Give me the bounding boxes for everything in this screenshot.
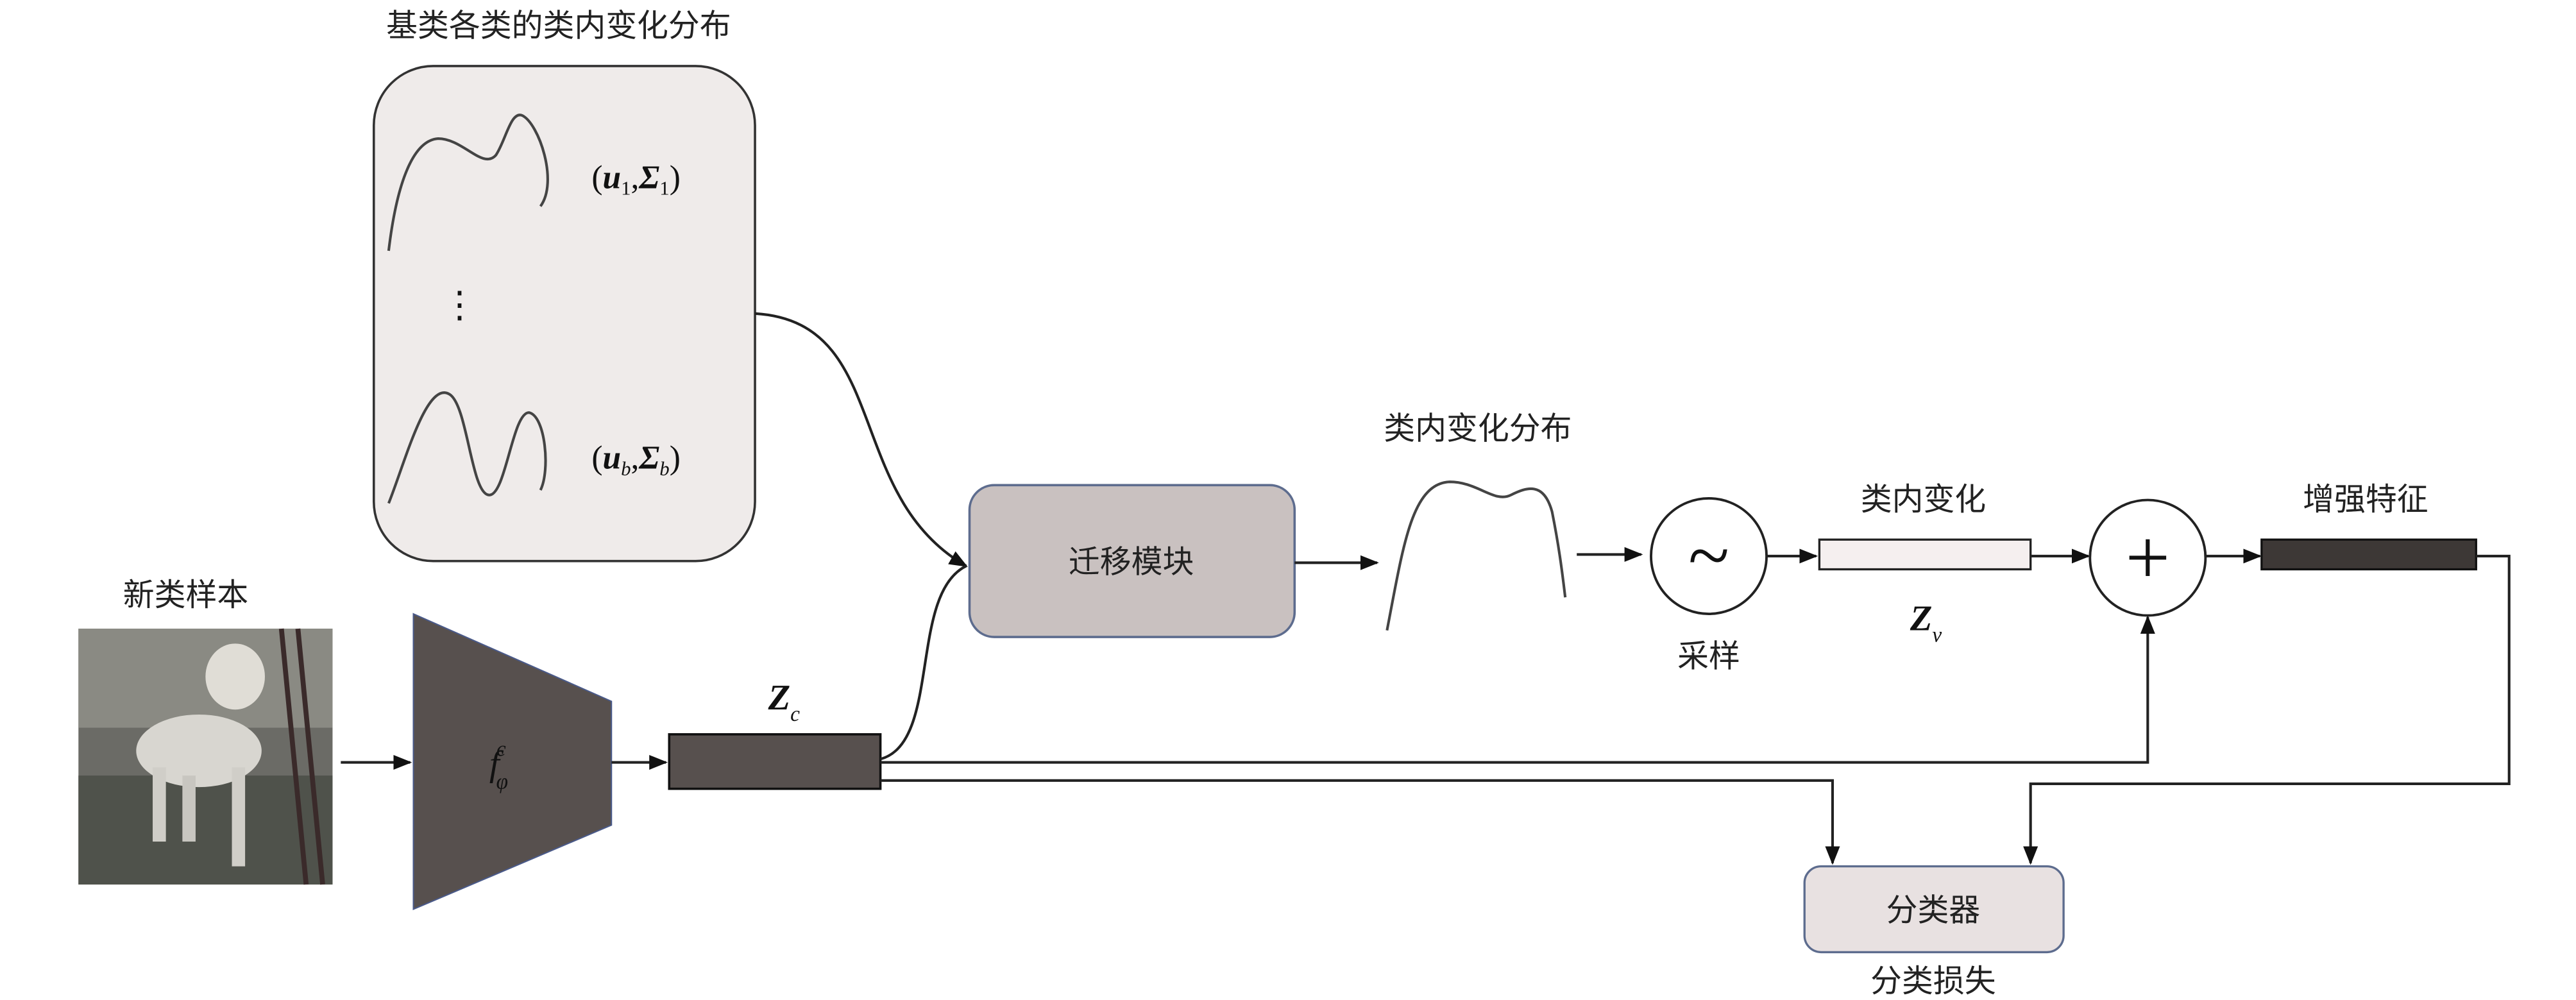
tilde-icon: ~ bbox=[1688, 514, 1729, 598]
plus-icon: + bbox=[2126, 514, 2171, 602]
dog-image bbox=[78, 628, 333, 885]
base-distributions-title: 基类各类的类内变化分布 bbox=[386, 8, 731, 44]
param-first: (u1,Σ1) bbox=[591, 159, 680, 199]
ellipsis: ⋮ bbox=[441, 285, 478, 325]
arrow-panel-transfer bbox=[754, 312, 968, 568]
distribution-curve-b bbox=[387, 391, 547, 504]
variation-block bbox=[1818, 538, 2032, 571]
intra-distribution-curve bbox=[1385, 480, 1567, 631]
input-label: 新类样本 bbox=[123, 577, 248, 613]
arrow-zc-classifier bbox=[880, 779, 1840, 865]
transfer-module bbox=[968, 484, 1296, 638]
augmented-feature-label: 增强特征 bbox=[2303, 481, 2428, 518]
transfer-module-label: 迁移模块 bbox=[1069, 544, 1194, 581]
arrow-augmented-classifier bbox=[2023, 554, 2511, 865]
classifier-box bbox=[1803, 865, 2065, 954]
arrow-zc-add bbox=[880, 615, 2155, 764]
sampling-label: 采样 bbox=[1677, 638, 1740, 674]
intra-distribution-label: 类内变化分布 bbox=[1384, 410, 1572, 446]
zc-label: Zc bbox=[768, 678, 801, 726]
zv-label: Zv bbox=[1910, 599, 1942, 647]
classification-loss-label: 分类损失 bbox=[1870, 963, 1996, 999]
classifier-label: 分类器 bbox=[1886, 892, 1981, 929]
variation-label: 类内变化 bbox=[1861, 481, 1986, 518]
encoder-trapezoid bbox=[412, 613, 613, 911]
encoder-symbol: fφc bbox=[489, 737, 508, 793]
param-last: (ub,Σb) bbox=[591, 440, 680, 480]
augmented-feature-block bbox=[2260, 538, 2477, 571]
zc-feature-block bbox=[668, 733, 882, 790]
distribution-curve-1 bbox=[387, 114, 549, 251]
arrow-zc-transfer bbox=[880, 564, 967, 761]
